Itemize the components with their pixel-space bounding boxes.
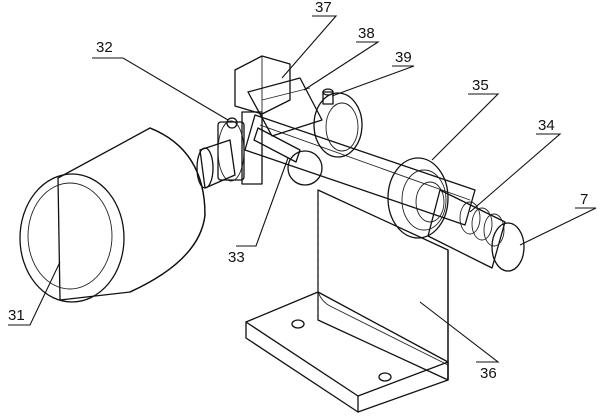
bracket-36 bbox=[245, 189, 449, 413]
leader-lines bbox=[8, 15, 597, 363]
motor-31 bbox=[19, 127, 236, 303]
label-35: 35 bbox=[472, 77, 489, 94]
output-shaft-34 bbox=[427, 189, 525, 272]
label-34: 34 bbox=[538, 117, 555, 134]
label-37: 37 bbox=[315, 0, 332, 16]
collar-39 bbox=[313, 88, 363, 158]
label-31: 31 bbox=[8, 307, 25, 324]
shaft-body bbox=[244, 114, 476, 226]
label-36: 36 bbox=[480, 365, 497, 382]
block-37 bbox=[234, 55, 323, 137]
label-39: 39 bbox=[395, 49, 412, 66]
bearing-35 bbox=[387, 157, 449, 239]
label-32: 32 bbox=[96, 39, 113, 56]
coupling-32 bbox=[217, 111, 263, 185]
label-38: 38 bbox=[358, 25, 375, 42]
arm-33 bbox=[253, 127, 323, 186]
label-33: 33 bbox=[228, 249, 245, 266]
part-labels: 32 37 38 39 35 34 7 31 33 36 bbox=[8, 0, 588, 382]
label-7: 7 bbox=[580, 191, 588, 208]
